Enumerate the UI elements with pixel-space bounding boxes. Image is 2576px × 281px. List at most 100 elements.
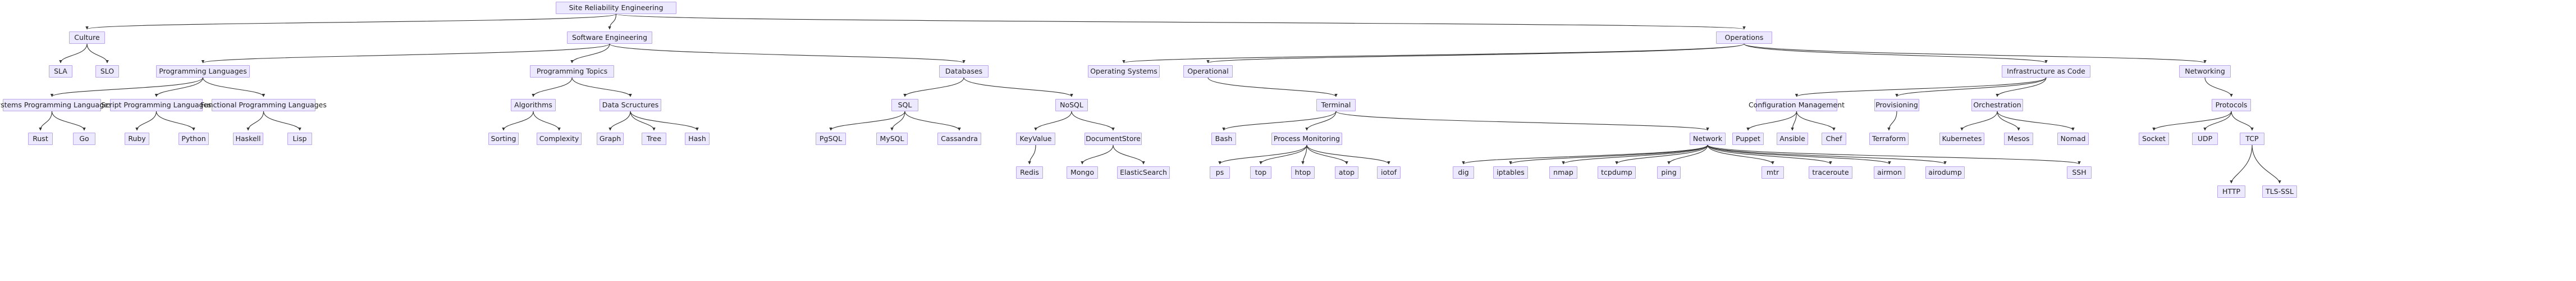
tree-node-operational[interactable]: Operational bbox=[1183, 65, 1233, 78]
tree-node-pgsql[interactable]: PgSQL bbox=[816, 133, 846, 145]
tree-edge-tcp-to-http bbox=[2230, 144, 2253, 184]
tree-node-mysql[interactable]: MySQL bbox=[876, 133, 908, 145]
tree-node-complexity[interactable]: Complexity bbox=[537, 133, 582, 145]
tree-node-kubernetes[interactable]: Kubernetes bbox=[1939, 133, 1984, 145]
tree-node-confmgmt[interactable]: Configuration Management bbox=[1749, 99, 1845, 111]
tree-node-top[interactable]: top bbox=[1250, 166, 1271, 179]
tree-node-ansible[interactable]: Ansible bbox=[1777, 133, 1808, 145]
tree-node-terminal[interactable]: Terminal bbox=[1316, 99, 1356, 111]
tree-node-label: Cassandra bbox=[941, 134, 978, 143]
tree-node-provisioning[interactable]: Provisioning bbox=[1874, 99, 1919, 111]
tree-node-airodump[interactable]: airodump bbox=[1925, 166, 1965, 179]
tree-node-tcp[interactable]: TCP bbox=[2240, 133, 2264, 145]
tree-node-terraform[interactable]: Terraform bbox=[1869, 133, 1909, 145]
tree-node-python[interactable]: Python bbox=[179, 133, 209, 145]
tree-node-label: mtr bbox=[1766, 167, 1779, 176]
tree-node-bash[interactable]: Bash bbox=[1211, 133, 1236, 145]
tree-node-dig[interactable]: dig bbox=[1453, 166, 1474, 179]
tree-node-mongo[interactable]: Mongo bbox=[1067, 166, 1098, 179]
tree-node-iptables[interactable]: iptables bbox=[1493, 166, 1528, 179]
tree-node-lisp[interactable]: Lisp bbox=[287, 133, 312, 145]
tree-node-label: Tree bbox=[646, 134, 662, 143]
tree-node-label: HTTP bbox=[2222, 187, 2240, 196]
tree-node-label: Ansible bbox=[1779, 134, 1805, 143]
tree-node-progtopics[interactable]: Programming Topics bbox=[530, 65, 614, 78]
tree-node-graph[interactable]: Graph bbox=[597, 133, 624, 145]
tree-node-socket[interactable]: Socket bbox=[2139, 133, 2169, 145]
tree-node-label: Graph bbox=[599, 134, 621, 143]
tree-node-iac[interactable]: Infrastructure as Code bbox=[2002, 65, 2090, 78]
tree-node-go[interactable]: Go bbox=[73, 133, 95, 145]
tree-node-ssh[interactable]: SSH bbox=[2067, 166, 2092, 179]
tree-node-redis[interactable]: Redis bbox=[1016, 166, 1043, 179]
tree-node-funcprog[interactable]: Functional Programming Languages bbox=[200, 99, 327, 111]
tree-node-hash[interactable]: Hash bbox=[685, 133, 710, 145]
tree-node-traceroute[interactable]: traceroute bbox=[1809, 166, 1852, 179]
tree-node-databases[interactable]: Databases bbox=[939, 65, 989, 78]
tree-edge-sysprog-to-go bbox=[51, 111, 86, 131]
tree-node-softeng[interactable]: Software Engineering bbox=[567, 31, 652, 44]
tree-node-label: ElasticSearch bbox=[1120, 167, 1167, 176]
tree-node-sla[interactable]: SLA bbox=[49, 65, 72, 78]
tree-node-label: top bbox=[1255, 167, 1267, 176]
tree-node-cassandra[interactable]: Cassandra bbox=[937, 133, 981, 145]
tree-node-label: Operating Systems bbox=[1090, 66, 1157, 75]
tree-edge-sre-to-softeng bbox=[608, 13, 617, 30]
tree-node-ops[interactable]: Operations bbox=[1716, 31, 1772, 44]
tree-node-scriptprog[interactable]: Script Programming Languages bbox=[101, 99, 212, 111]
tree-node-label: airmon bbox=[1877, 167, 1902, 176]
tree-node-label: Puppet bbox=[1736, 134, 1760, 143]
tree-node-networking[interactable]: Networking bbox=[2179, 65, 2231, 78]
tree-node-tlsssl[interactable]: TLS-SSL bbox=[2262, 185, 2297, 198]
tree-node-algorithms[interactable]: Algorithms bbox=[511, 99, 556, 111]
tree-node-nosql[interactable]: NoSQL bbox=[1055, 99, 1088, 111]
tree-node-label: Programming Languages bbox=[159, 66, 247, 75]
tree-node-procmon[interactable]: Process Monitoring bbox=[1271, 133, 1342, 145]
tree-node-network[interactable]: Network bbox=[1690, 133, 1726, 145]
tree-node-datastruct[interactable]: Data Scructures bbox=[600, 99, 661, 111]
tree-node-label: traceroute bbox=[1812, 167, 1849, 176]
tree-node-tcpdump[interactable]: tcpdump bbox=[1598, 166, 1636, 179]
tree-node-mesos[interactable]: Mesos bbox=[2004, 133, 2033, 145]
tree-node-chef[interactable]: Chef bbox=[1822, 133, 1846, 145]
tree-node-ruby[interactable]: Ruby bbox=[125, 133, 149, 145]
tree-edge-softeng-to-progtopics bbox=[570, 43, 610, 64]
tree-node-sql[interactable]: SQL bbox=[891, 99, 918, 111]
tree-node-nomad[interactable]: Nomad bbox=[2057, 133, 2089, 145]
tree-node-orchestration[interactable]: Orchestration bbox=[1971, 99, 2023, 111]
tree-node-slo[interactable]: SLO bbox=[95, 65, 119, 78]
tree-node-sre[interactable]: Site Reliability Engineering bbox=[556, 2, 676, 14]
tree-node-label: Systems Programming Languages bbox=[0, 100, 112, 109]
tree-node-label: SLA bbox=[54, 66, 67, 75]
tree-node-udp[interactable]: UDP bbox=[2192, 133, 2218, 145]
tree-node-iotop[interactable]: iotof bbox=[1377, 166, 1401, 179]
tree-node-culture[interactable]: Culture bbox=[69, 31, 105, 44]
tree-node-elasticsearch[interactable]: ElasticSearch bbox=[1117, 166, 1170, 179]
tree-node-label: Protocols bbox=[2215, 100, 2248, 109]
tree-node-label: Infrastructure as Code bbox=[2007, 66, 2085, 75]
tree-node-keyvalue[interactable]: KeyValue bbox=[1016, 133, 1055, 145]
tree-node-proglang[interactable]: Programming Languages bbox=[156, 65, 250, 78]
tree-node-rust[interactable]: Rust bbox=[28, 133, 53, 145]
tree-node-atop[interactable]: atop bbox=[1335, 166, 1358, 179]
tree-node-ping[interactable]: ping bbox=[1657, 166, 1681, 179]
tree-node-nmap[interactable]: nmap bbox=[1549, 166, 1577, 179]
tree-edge-confmgmt-to-ansible bbox=[1791, 111, 1797, 131]
tree-node-sysprog[interactable]: Systems Programming Languages bbox=[0, 99, 112, 111]
tree-node-os[interactable]: Operating Systems bbox=[1088, 65, 1160, 78]
tree-node-mtr[interactable]: mtr bbox=[1761, 166, 1784, 179]
tree-node-http[interactable]: HTTP bbox=[2217, 185, 2245, 198]
tree-edge-terminal-to-procmon bbox=[1305, 111, 1337, 131]
tree-node-ps[interactable]: ps bbox=[1210, 166, 1230, 179]
tree-node-label: atop bbox=[1338, 167, 1355, 176]
tree-node-htop[interactable]: htop bbox=[1291, 166, 1315, 179]
tree-node-sorting[interactable]: Sorting bbox=[488, 133, 519, 145]
tree-edge-scriptprog-to-ruby bbox=[135, 111, 157, 131]
tree-node-tree[interactable]: Tree bbox=[642, 133, 666, 145]
tree-node-puppet[interactable]: Puppet bbox=[1732, 133, 1764, 145]
tree-node-docstore[interactable]: DocumentStore bbox=[1085, 133, 1142, 145]
tree-node-airmon[interactable]: airmon bbox=[1874, 166, 1905, 179]
tree-edge-provisioning-to-terraform bbox=[1887, 111, 1897, 131]
tree-node-protocols[interactable]: Protocols bbox=[2212, 99, 2251, 111]
tree-node-haskell[interactable]: Haskell bbox=[233, 133, 263, 145]
